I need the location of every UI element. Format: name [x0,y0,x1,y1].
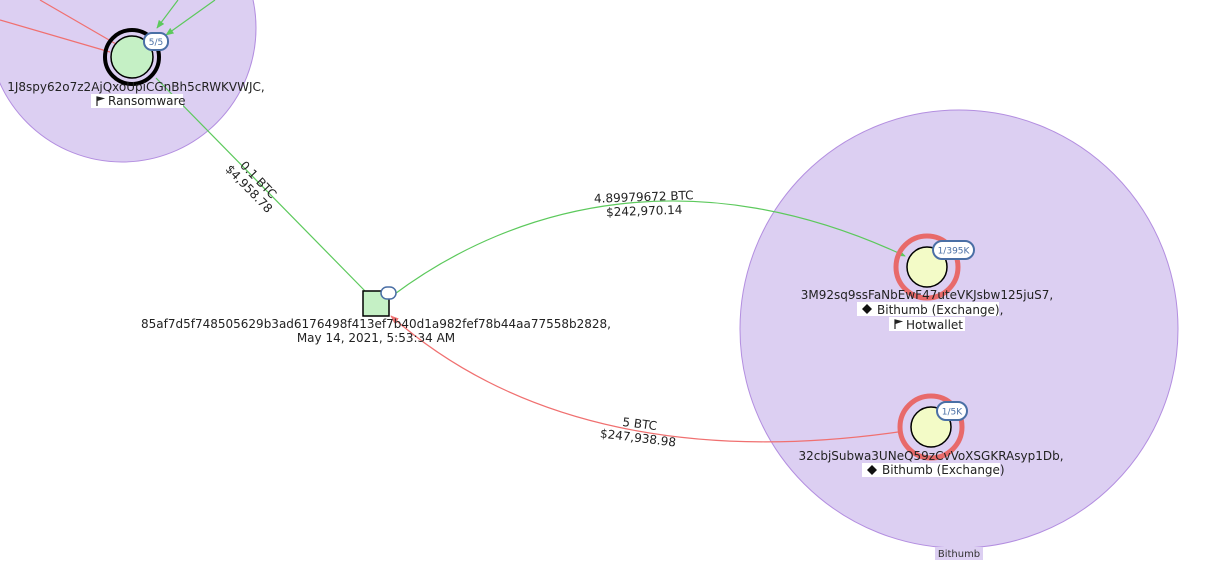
address-label: 3M92sq9ssFaNbEwF47uteVKJsbw125juS7, [801,288,1054,302]
edge-deposit-to-tx[interactable] [390,315,899,443]
tag-label: Hotwallet [906,318,963,332]
transaction-node[interactable] [362,286,397,317]
node-ring [893,233,961,301]
address-label: 1J8spy62o7z2AjQxoUpiCGnBh5cRWKVWJC, [7,80,265,94]
edge-usd-amount: $242,970.14 [606,203,683,220]
cluster-label-bg [935,547,983,560]
tag-label-bg [91,94,183,108]
cluster-count-badge-text: 1/5K [942,408,963,418]
cluster-label: Bithumb [938,549,980,560]
address-label: 32cbjSubwa3UNeQ59zCvVoXSGKRAsyp1Db, [798,449,1063,463]
cluster-count-badge-text: 1/395K [938,247,971,257]
cluster-count-badge[interactable] [143,32,169,51]
cluster-count-badge[interactable] [932,240,975,260]
edge-tx-to-hotwallet[interactable] [391,200,906,297]
flag-icon [894,319,904,329]
diamond-icon [862,304,872,314]
node-ring [897,393,965,461]
entity-label: Bithumb (Exchange) [882,463,1005,477]
cluster-count-badge[interactable] [936,401,968,421]
entity-label: Bithumb (Exchange), [877,303,1003,317]
edge-offscreen-red-2[interactable] [0,19,111,53]
edge-btc-amount: 4.89979672 BTC [594,188,694,205]
address-node-deposit[interactable]: 1/5K [897,393,968,461]
tag-label-bg [889,317,965,331]
flag-icon [96,96,106,106]
edge-label-ransom-to-tx: 0.1 BTC $4,958.78 [223,158,280,215]
node-ring [103,28,161,86]
address-node-ransomware[interactable]: 5/5 [103,28,169,86]
edge-ransom-to-tx[interactable] [155,77,367,293]
edge-offscreen-red-1[interactable] [39,0,117,45]
node-body [110,35,154,79]
edge-offscreen-green-2[interactable] [165,0,216,36]
edge-btc-amount: 5 BTC [622,415,658,433]
cluster-count-badge-text: 5/5 [149,38,163,48]
tag-label: Ransomware [108,94,186,108]
ransomware-cluster[interactable] [0,0,257,163]
edge-label-tx-to-hotwallet: 4.89979672 BTC $242,970.14 [594,188,694,220]
entity-label-bg [862,463,1000,477]
address-node-hotwallet[interactable]: 1/395K [893,233,975,301]
edge-label-deposit-to-tx: 5 BTC $247,938.98 [599,415,676,450]
transaction-timestamp: May 14, 2021, 5:53:34 AM [297,331,455,345]
diamond-icon [867,465,877,475]
entity-label-bg [857,302,999,316]
transaction-badge[interactable] [380,286,397,300]
transaction-hash: 85af7d5f748505629b3ad6176498f413ef7b40d1… [141,317,611,331]
edge-offscreen-green-1[interactable] [156,0,179,29]
